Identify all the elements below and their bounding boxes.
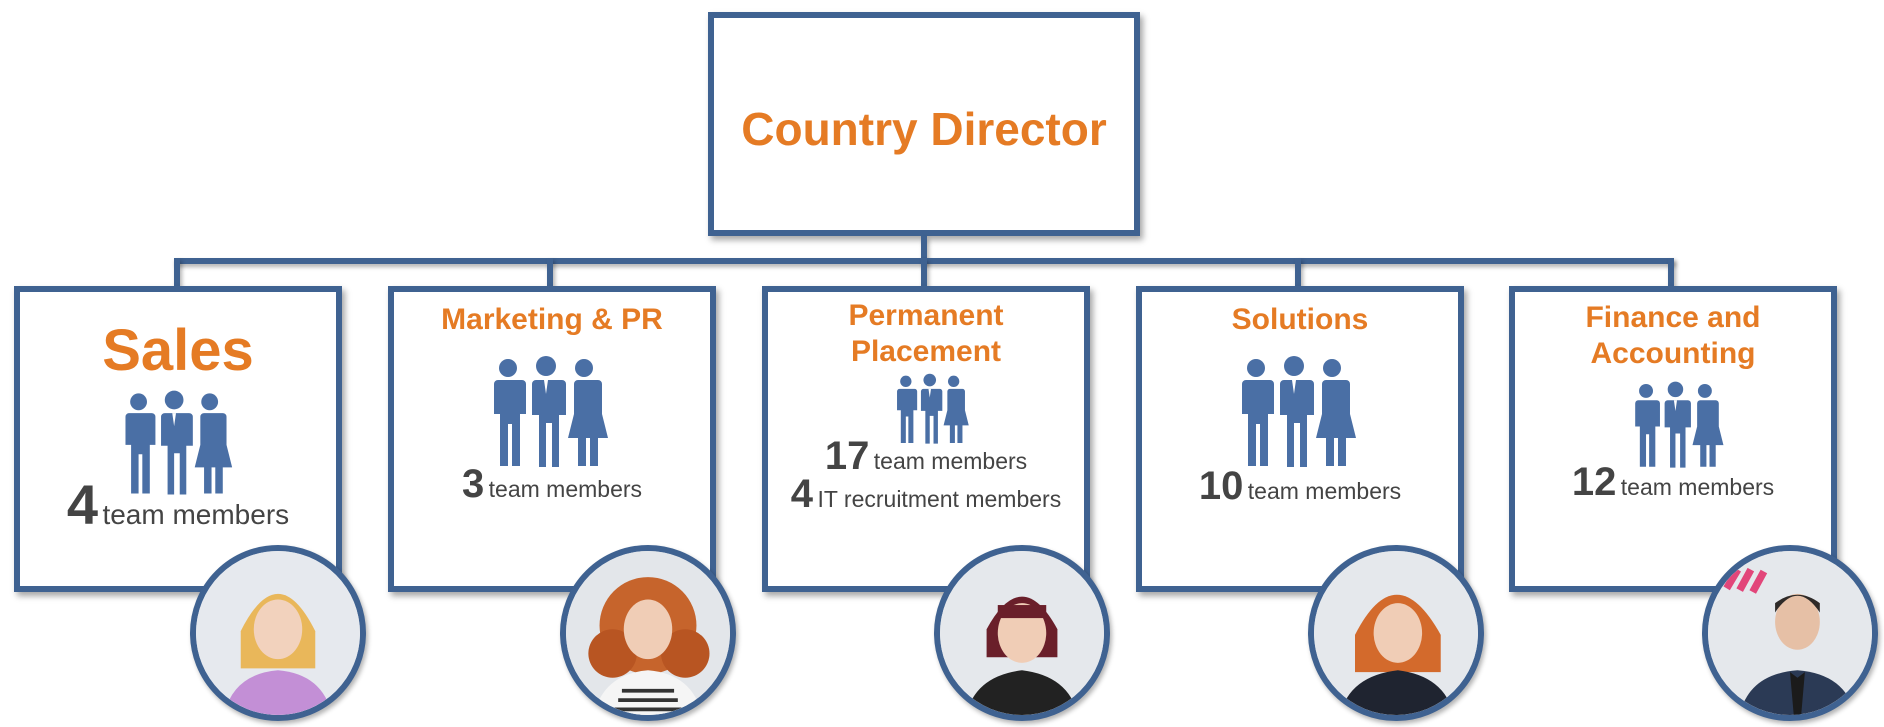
connector-trunk [921,236,927,262]
dept-title: Solutions [1231,303,1369,336]
person-photo-permanent-placement [934,545,1110,721]
count-number: 4 [66,473,98,536]
count-number: 4 [790,472,814,516]
count-line: 17 team members [768,434,1084,479]
count-line: 12 team members [1515,460,1831,505]
connector-drop-sales [174,258,180,288]
dept-title: Permanent Placement [768,298,1084,370]
dept-title: Finance and Accounting [1515,300,1831,372]
dept-title-line2: Accounting [1590,337,1756,370]
team-icon [1629,380,1725,470]
director-title: Country Director [741,103,1107,155]
person-photo-marketing [560,545,736,721]
count-label: team members [488,476,643,502]
director-box: Country Director [708,12,1140,236]
count-number: 3 [461,462,485,506]
dept-title-line1: Finance and [1585,301,1761,334]
dept-box-marketing: Marketing & PR 3 team members [388,286,716,592]
connector-drop-solutions [1295,258,1301,288]
dept-title: Marketing & PR [441,303,663,336]
team-icon [486,354,610,470]
dept-box-sales: Sales 4 team members [14,286,342,592]
count-label: IT recruitment members [817,486,1062,512]
connector-drop-permanent [921,258,927,288]
count-label: team members [873,448,1028,474]
count-number: 17 [824,434,870,478]
connector-drop-finance [1668,258,1674,288]
dept-box-permanent-placement: Permanent Placement 17 team members 4 IT… [762,286,1090,592]
team-icon [1234,354,1358,470]
person-photo-solutions [1308,545,1484,721]
dept-box-solutions: Solutions 10 team members [1136,286,1464,592]
dept-box-finance-accounting: Finance and Accounting 12 team members [1509,286,1837,592]
dept-title-line2: Placement [850,335,1002,368]
connector-drop-marketing [547,258,553,288]
count-line-it: 4 IT recruitment members [768,472,1084,517]
count-number: 12 [1571,460,1617,504]
count-line: 3 team members [394,462,710,507]
person-photo-sales [190,545,366,721]
dept-title-line1: Permanent [848,299,1004,332]
count-label: team members [1247,478,1402,504]
count-line: 4 team members [20,472,336,537]
count-label: team members [102,499,290,530]
dept-title: Sales [102,318,254,383]
count-line: 10 team members [1142,464,1458,509]
count-number: 10 [1198,464,1244,508]
count-label: team members [1620,474,1775,500]
person-photo-finance [1702,545,1878,721]
